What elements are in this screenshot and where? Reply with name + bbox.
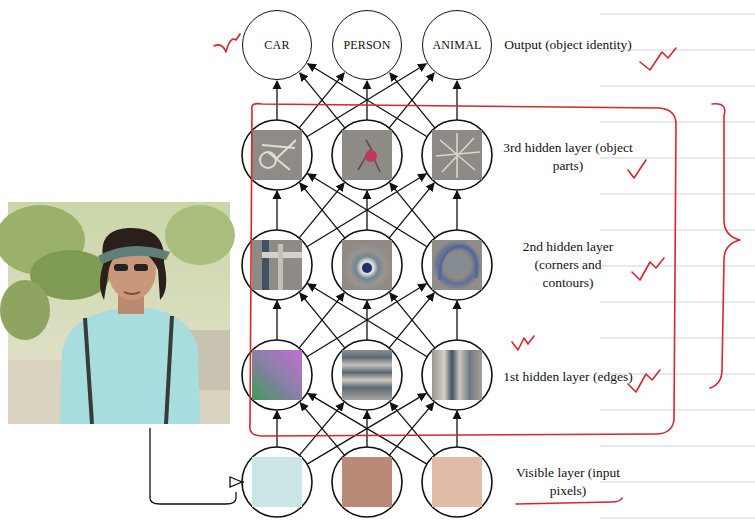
output-unit-circle: ANIMAL	[422, 10, 492, 80]
layer-arrow	[299, 293, 344, 348]
class-name: PERSON	[343, 38, 390, 53]
layer-arrow	[456, 81, 457, 120]
layer-label: Output (object identity)	[503, 36, 633, 54]
layer-arrow	[276, 301, 277, 340]
layer-arrow	[390, 183, 435, 238]
layer-arrow	[390, 73, 435, 128]
layer-arrow	[389, 73, 434, 128]
layer-arrow	[456, 191, 457, 230]
class-name: CAR	[264, 38, 289, 53]
layer-arrow	[390, 403, 434, 456]
layer-arrow	[456, 411, 457, 447]
layer-arrow	[390, 403, 434, 456]
layer-arrow	[300, 293, 345, 348]
layer-arrow	[389, 293, 434, 348]
layer-arrow	[276, 191, 277, 230]
layer-label: 1st hidden layer (edges)	[503, 368, 633, 386]
output-unit-circle: CAR	[242, 10, 312, 80]
layer-arrow	[299, 73, 344, 128]
layer-label: 3rd hidden layer (object parts)	[503, 139, 633, 175]
output-unit-circle: PERSON	[332, 10, 402, 80]
layer-label: Visible layer (input pixels)	[503, 464, 633, 500]
layer-label: 2nd hidden layer (corners and contours)	[509, 238, 627, 293]
layer-arrow	[300, 73, 345, 128]
class-name: ANIMAL	[432, 38, 481, 53]
layer-arrow	[276, 411, 277, 447]
layer-arrow	[299, 183, 344, 238]
layer-arrow	[390, 293, 435, 348]
layer-arrow	[300, 183, 345, 238]
layer-arrow	[276, 81, 277, 120]
layer-arrow	[389, 183, 434, 238]
layer-arrow	[456, 301, 457, 340]
